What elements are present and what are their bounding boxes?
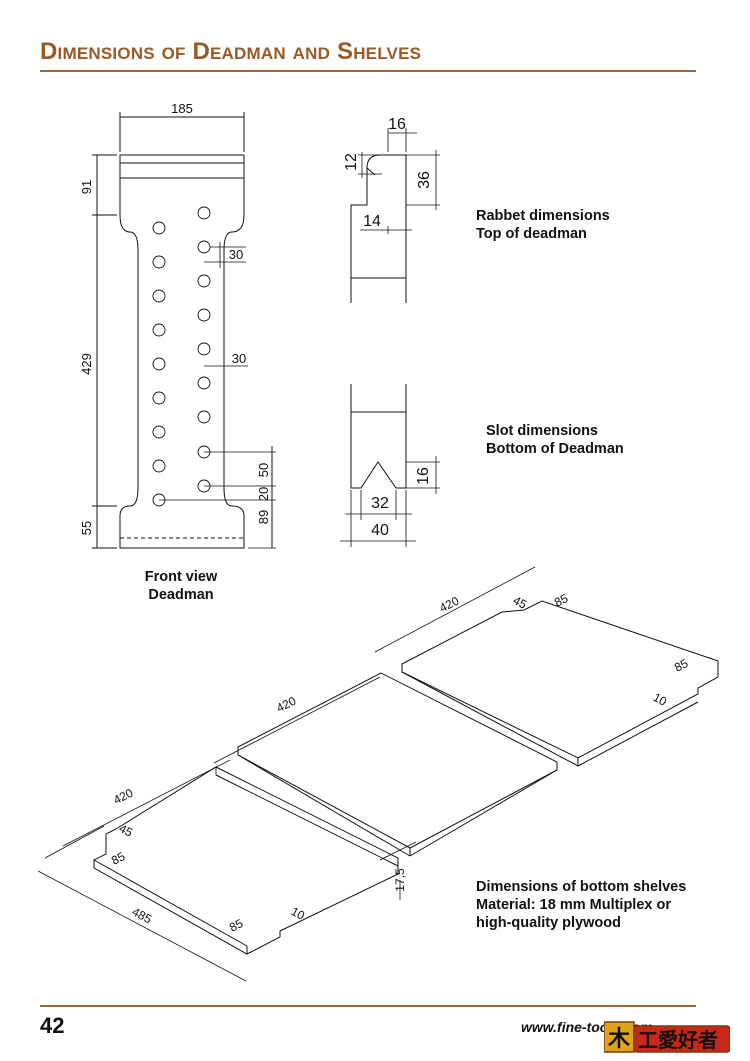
slot-dim-32: 32 [371, 495, 389, 512]
slot-detail [340, 384, 440, 547]
shelf-dim-10-a: 10 [289, 904, 308, 923]
shelf-dim-420-b: 420 [274, 694, 298, 716]
rabbet-dim-16: 16 [388, 116, 406, 133]
shelves-dim-labels: 420 420 420 485 45 85 85 10 45 85 85 10 … [109, 591, 691, 935]
shelf-dim-85-d: 85 [672, 656, 691, 675]
slot-dim-labels: 16 32 40 [371, 467, 432, 539]
slot-caption: Slot dimensions Bottom of Deadman [486, 422, 624, 458]
deadman-outline [119, 154, 245, 549]
rabbet-detail [350, 128, 440, 303]
rabbet-dim-14: 14 [363, 213, 381, 230]
dim-89: 89 [256, 510, 271, 524]
slot-dim-40: 40 [371, 522, 389, 539]
shelf-dim-17-5: 17,5 [393, 868, 407, 892]
shelves-caption-line3: high-quality plywood [476, 915, 621, 931]
shelf-dim-420-c: 420 [437, 594, 461, 616]
shelves-caption: Dimensions of bottom shelves Material: 1… [476, 878, 686, 932]
shelf-dim-45-b: 45 [511, 593, 530, 612]
shelf-dim-420-a: 420 [111, 786, 135, 808]
dim-185: 185 [171, 101, 193, 116]
rabbet-caption-line1: Rabbet dimensions [476, 208, 610, 224]
dim-91: 91 [79, 180, 94, 194]
header-rule [40, 70, 696, 72]
shelves-caption-line1: Dimensions of bottom shelves [476, 879, 687, 895]
logo-banner [633, 1025, 730, 1053]
logo-badge [604, 1021, 635, 1053]
dim-55: 55 [79, 521, 94, 535]
dim-30-b: 30 [232, 351, 246, 366]
deadman-front-view [92, 112, 276, 549]
deadman-dim-labels: 185 91 429 55 30 30 50 20 89 [79, 101, 271, 535]
dim-30-a: 30 [229, 247, 243, 262]
rabbet-dim-12: 12 [343, 153, 360, 171]
shelf-dim-85-a: 85 [109, 849, 128, 868]
rabbet-dim-36: 36 [416, 171, 433, 189]
shelf-left [93, 766, 399, 955]
shelf-right [401, 600, 719, 759]
dim-429: 429 [79, 353, 94, 375]
shelves-caption-line2: Material: 18 mm Multiplex or [476, 897, 671, 913]
shelf-dim-85-c: 85 [552, 591, 571, 610]
slot-dim-16: 16 [415, 467, 432, 485]
logo-text-mark: 木 [607, 1027, 631, 1052]
dog-holes [152, 206, 211, 507]
front-view-caption: Front view Deadman [120, 568, 242, 604]
slot-caption-line2: Bottom of Deadman [486, 441, 624, 457]
rabbet-caption-line2: Top of deadman [476, 226, 587, 242]
shelves-drawing [37, 566, 719, 982]
page-number: 42 [40, 1013, 65, 1038]
rabbet-caption: Rabbet dimensions Top of deadman [476, 207, 610, 243]
front-view-caption-line1: Front view [144, 569, 218, 585]
shelf-dim-85-b: 85 [227, 916, 246, 935]
rabbet-dim-labels: 16 12 36 14 [343, 116, 433, 230]
dim-20: 20 [256, 487, 271, 501]
watermark-logo: 木 工愛好者 [604, 1021, 730, 1053]
footer-rule [40, 1005, 696, 1007]
logo-text: 工愛好者 [638, 1028, 718, 1052]
page-title: Dimensions of Deadman and Shelves [40, 38, 422, 65]
shelf-dim-10-b: 10 [651, 690, 670, 709]
shelf-dim-45-a: 45 [117, 821, 136, 840]
front-view-caption-line2: Deadman [148, 587, 214, 603]
shelf-dim-485: 485 [130, 905, 155, 927]
dim-50: 50 [256, 463, 271, 477]
slot-caption-line1: Slot dimensions [486, 423, 598, 439]
